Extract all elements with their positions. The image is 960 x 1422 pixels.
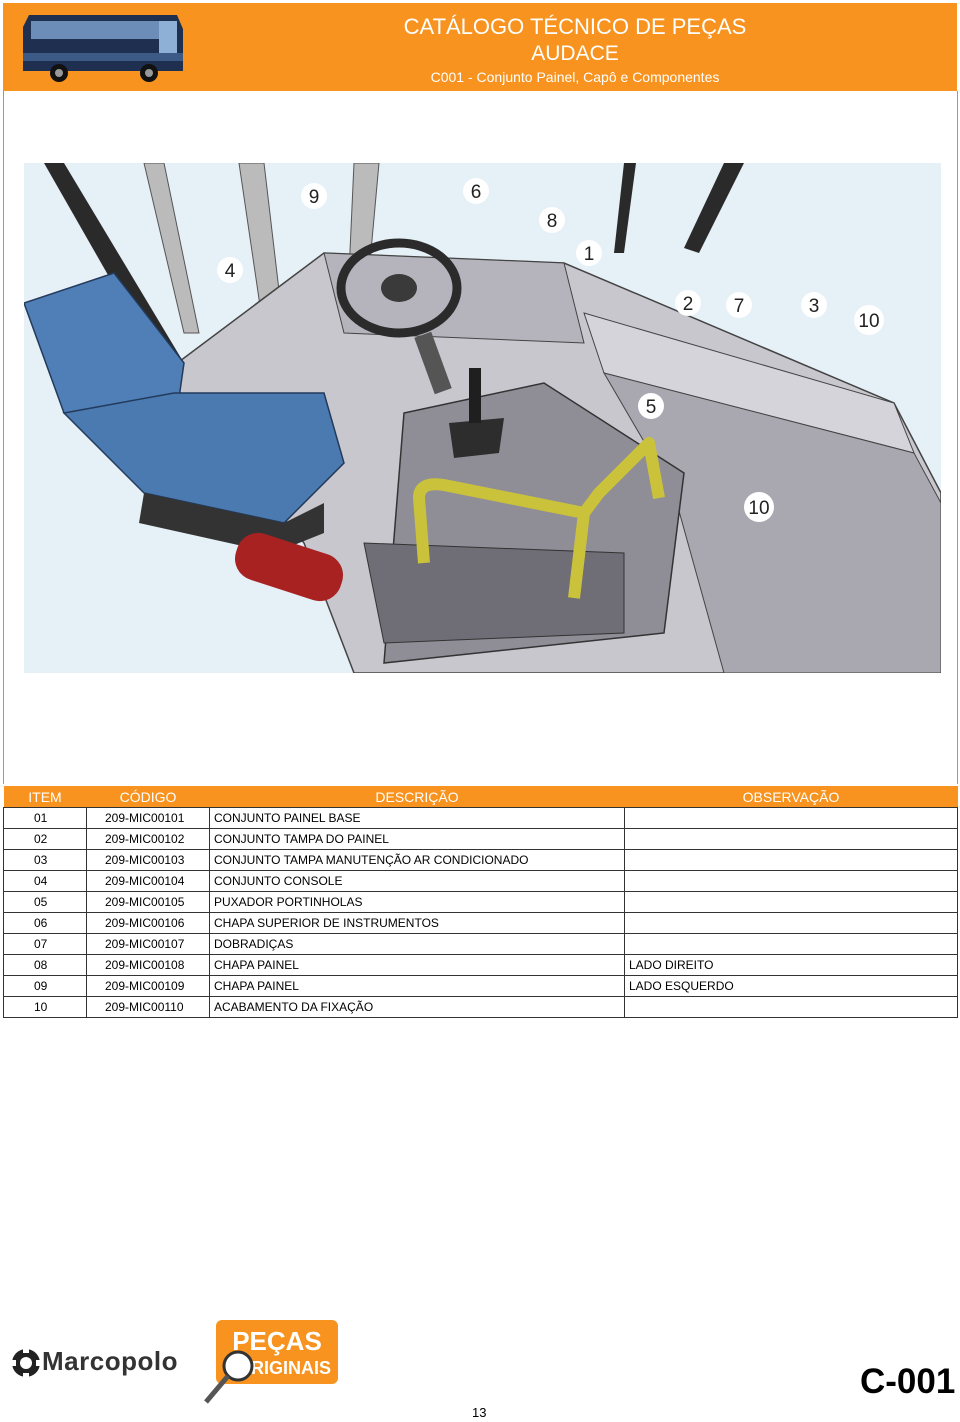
- cell-item: 04: [3, 870, 87, 892]
- parts-table: ITEM CÓDIGO DESCRIÇÃO OBSERVAÇÃO 01 209-…: [3, 786, 958, 1018]
- table-row: 09 209-MIC00109 CHAPA PAINEL LADO ESQUER…: [3, 975, 958, 997]
- cell-observation: [624, 807, 958, 829]
- table-row: 08 209-MIC00108 CHAPA PAINEL LADO DIREIT…: [3, 954, 958, 976]
- cell-code: 209-MIC00101: [86, 807, 210, 829]
- header-description: DESCRIÇÃO: [209, 786, 625, 808]
- table-row: 04 209-MIC00104 CONJUNTO CONSOLE: [3, 870, 958, 892]
- marcopolo-logo-icon: [10, 1345, 44, 1381]
- catalog-title: CATÁLOGO TÉCNICO DE PEÇAS: [403, 14, 747, 39]
- cell-description: DOBRADIÇAS: [209, 933, 625, 955]
- table-row: 10 209-MIC00110 ACABAMENTO DA FIXAÇÃO: [3, 996, 958, 1018]
- callout-2: 2: [683, 294, 694, 315]
- table-row: 05 209-MIC00105 PUXADOR PORTINHOLAS: [3, 891, 958, 913]
- cell-item: 10: [3, 996, 87, 1018]
- cell-observation: [624, 828, 958, 850]
- cell-code: 209-MIC00103: [86, 849, 210, 871]
- table-header-row: ITEM CÓDIGO DESCRIÇÃO OBSERVAÇÃO: [3, 786, 958, 808]
- cell-observation: [624, 849, 958, 871]
- callout-10-bottom: 10: [748, 498, 769, 519]
- marcopolo-brand: Marcopolo: [42, 1346, 178, 1376]
- model-name: AUDACE: [531, 42, 619, 65]
- cell-description: CONJUNTO TAMPA MANUTENÇÃO AR CONDICIONAD…: [209, 849, 625, 871]
- table-row: 06 209-MIC00106 CHAPA SUPERIOR DE INSTRU…: [3, 912, 958, 934]
- badge-line-1: PEÇAS: [232, 1326, 322, 1356]
- cell-description: CONJUNTO PAINEL BASE: [209, 807, 625, 829]
- cell-item: 01: [3, 807, 87, 829]
- cell-observation: LADO ESQUERDO: [624, 975, 958, 997]
- page-code: C-001: [860, 1362, 956, 1401]
- callout-9: 9: [309, 187, 320, 208]
- cell-item: 03: [3, 849, 87, 871]
- cell-item: 09: [3, 975, 87, 997]
- table-body: 01 209-MIC00101 CONJUNTO PAINEL BASE 02 …: [3, 807, 958, 1018]
- callout-3: 3: [809, 296, 820, 317]
- header-titles: CATÁLOGO TÉCNICO DE PEÇAS AUDACE C001 - …: [193, 13, 957, 87]
- callout-7: 7: [734, 296, 745, 317]
- header-code: CÓDIGO: [86, 786, 210, 808]
- cell-code: 209-MIC00107: [86, 933, 210, 955]
- cell-code: 209-MIC00106: [86, 912, 210, 934]
- callout-8: 8: [547, 211, 558, 232]
- cell-item: 07: [3, 933, 87, 955]
- header-bar: CATÁLOGO TÉCNICO DE PEÇAS AUDACE C001 - …: [3, 3, 957, 91]
- callout-4: 4: [225, 261, 236, 282]
- cell-observation: [624, 996, 958, 1018]
- callout-5: 5: [646, 397, 657, 418]
- cell-item: 06: [3, 912, 87, 934]
- cell-observation: LADO DIREITO: [624, 954, 958, 976]
- dashboard-illustration: 1 2 3 4 5 6 7 8 9 10 10: [24, 163, 941, 673]
- cell-description: CONJUNTO CONSOLE: [209, 870, 625, 892]
- cell-observation: [624, 870, 958, 892]
- cell-description: CHAPA PAINEL: [209, 975, 625, 997]
- cell-observation: [624, 912, 958, 934]
- table-row: 03 209-MIC00103 CONJUNTO TAMPA MANUTENÇÃ…: [3, 849, 958, 871]
- section-subtitle: C001 - Conjunto Painel, Capô e Component…: [430, 69, 720, 85]
- bus-image: [23, 15, 183, 82]
- cell-item: 05: [3, 891, 87, 913]
- cell-item: 08: [3, 954, 87, 976]
- table-row: 01 209-MIC00101 CONJUNTO PAINEL BASE: [3, 807, 958, 829]
- content-frame: [3, 91, 958, 784]
- cell-description: CONJUNTO TAMPA DO PAINEL: [209, 828, 625, 850]
- cell-code: 209-MIC00109: [86, 975, 210, 997]
- cell-code: 209-MIC00110: [86, 996, 210, 1018]
- cell-description: ACABAMENTO DA FIXAÇÃO: [209, 996, 625, 1018]
- header-observation: OBSERVAÇÃO: [624, 786, 958, 808]
- pecas-originais-badge: PEÇAS ORIGINAIS: [204, 1320, 338, 1404]
- table-row: 02 209-MIC00102 CONJUNTO TAMPA DO PAINEL: [3, 828, 958, 850]
- callout-markers: 1 2 3 4 5 6 7 8 9 10 10: [217, 178, 884, 522]
- cell-code: 209-MIC00108: [86, 954, 210, 976]
- cell-item: 02: [3, 828, 87, 850]
- cell-description: CHAPA SUPERIOR DE INSTRUMENTOS: [209, 912, 625, 934]
- callout-10-top: 10: [858, 311, 879, 332]
- callout-6: 6: [471, 182, 482, 203]
- header-item: ITEM: [3, 786, 87, 808]
- cell-observation: [624, 891, 958, 913]
- cell-code: 209-MIC00105: [86, 891, 210, 913]
- cell-code: 209-MIC00102: [86, 828, 210, 850]
- badge-line-2: ORIGINAIS: [237, 1358, 331, 1378]
- cell-description: CHAPA PAINEL: [209, 954, 625, 976]
- cell-observation: [624, 933, 958, 955]
- table-row: 07 209-MIC00107 DOBRADIÇAS: [3, 933, 958, 955]
- cell-code: 209-MIC00104: [86, 870, 210, 892]
- cell-description: PUXADOR PORTINHOLAS: [209, 891, 625, 913]
- page-number: 13: [472, 1405, 487, 1420]
- callout-1: 1: [584, 244, 595, 265]
